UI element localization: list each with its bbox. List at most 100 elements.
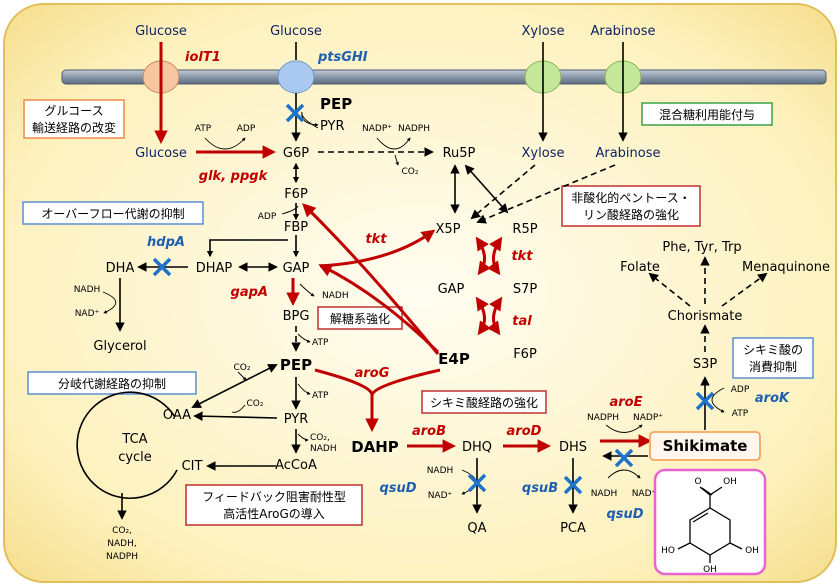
co2-1: CO₂ [402, 167, 419, 177]
tca-cycle-circle [76, 391, 178, 499]
struct-oh-label-2: OH [745, 546, 759, 556]
arabinose-outside-label: Arabinose [590, 24, 655, 39]
shikimate-structure-box [653, 468, 767, 576]
pca-label: PCA [560, 521, 586, 536]
branch-note: 分岐代謝経路の抑制 [58, 376, 166, 391]
nadph-3: NADPH [587, 413, 619, 423]
pep-label: PEP [280, 356, 312, 374]
nad-plus-3: NAD⁺ [632, 489, 657, 499]
dhs-label: DHS [559, 440, 587, 455]
bpg-label: BPG [283, 309, 310, 324]
nadh-arc-1 [102, 291, 117, 314]
nadp-plus-1: NADP⁺ [362, 124, 392, 134]
g6p-label: G6P [283, 146, 309, 161]
ptsghi-gene-label: ptsGHI [317, 50, 368, 65]
adp-arc-2 [281, 205, 299, 215]
oaa-label: OAA [163, 408, 191, 423]
co2-4: CO₂, [310, 433, 330, 443]
atp-3: ATP [312, 391, 329, 401]
qsud-knockout-cross-icon-1 [467, 473, 487, 493]
s3p-label: S3P [693, 357, 718, 372]
struct-ho-label: HO [661, 546, 675, 556]
pyr-label: PYR [284, 412, 309, 427]
tal-exchange-left [475, 296, 491, 336]
nadph-arc-1 [376, 137, 411, 150]
glucose-transport-note-1: グルコース [44, 104, 103, 118]
co2-out-1 [394, 154, 399, 166]
arog-gene-label: aroG [355, 366, 390, 381]
tkt-exchange-right [487, 236, 503, 276]
ru5p-label: Ru5P [443, 146, 476, 161]
chorismate-menaquinone-arrow [721, 272, 768, 307]
atp-1: ATP [195, 124, 212, 134]
arod-gene-label: aroD [507, 424, 542, 439]
arog-note-2: 高活性AroGの導入 [223, 506, 325, 521]
nad-plus-2: NAD⁺ [428, 491, 453, 501]
dahp-label: DAHP [351, 438, 399, 456]
fbp-label: FBP [284, 220, 308, 235]
chorismate-folate-arrow [648, 272, 691, 307]
shikimate-consumption-note-2: 消費抑制 [749, 359, 797, 374]
ppp-note-box [561, 185, 701, 227]
shikimate-label: Shikimate [663, 437, 748, 455]
adp-2: ADP [258, 212, 277, 222]
glucose-outside-label-2: Glucose [270, 24, 322, 39]
nadh-1: NADH [74, 285, 101, 295]
pts-knockout-cross-icon [285, 103, 305, 123]
pts-transporter [277, 60, 315, 94]
tal-gene-label: tal [512, 314, 532, 329]
qsub-knockout-cross-icon [563, 475, 583, 495]
arok-knockout-cross-icon [695, 391, 715, 411]
shikimate-structure-icon [677, 486, 743, 563]
gapa-gene-label: gapA [231, 285, 268, 300]
cit-label: CIT [182, 459, 203, 474]
overflow-note-box [22, 201, 204, 225]
ppp-note-2: リン酸経路の強化 [583, 207, 679, 222]
nadh-6: NADH [591, 489, 618, 499]
dhq-label: DHQ [462, 440, 492, 455]
glycolysis-note: 解糖系強化 [330, 311, 390, 326]
arog-note-1: フィードバック阻害耐性型 [202, 489, 346, 504]
gap-label: GAP [283, 261, 310, 276]
atp-2: ATP [312, 338, 329, 348]
xylose-outside-label: Xylose [522, 24, 565, 39]
nadh-4: NADH, [107, 539, 136, 549]
f6p-ppp-label: F6P [513, 347, 537, 362]
phe-tyr-trp-label: Phe, Tyr, Trp [662, 240, 741, 255]
atp-arc-3 [297, 383, 311, 395]
r5p-label: R5P [512, 222, 537, 237]
tca-label-2: cycle [118, 450, 152, 465]
tkt-f6p-arrow [302, 203, 440, 355]
shikimate-consumption-note-1: シキミ酸の [743, 342, 803, 357]
co2-nadh-arc [297, 433, 309, 442]
dhap-label: DHAP [196, 261, 233, 276]
qsud-gene-label-2: qsuD [606, 507, 643, 522]
xylose-intracellular-label: Xylose [522, 146, 565, 161]
glycerol-label: Glycerol [93, 339, 146, 354]
nadp-plus-2: NADP⁺ [633, 413, 663, 423]
nadph-arc-3 [605, 424, 643, 433]
tkt-gene-label-1: tkt [365, 232, 387, 247]
fbp-dhap-arrow [206, 239, 288, 258]
pts-pyr-arc [301, 111, 319, 127]
qa-label: QA [467, 521, 486, 536]
co2-arc-3 [231, 404, 246, 413]
atp-arc-2 [297, 333, 311, 343]
co2-5: CO₂, [112, 526, 132, 536]
nadh-arc-2 [299, 283, 315, 297]
e4p-label: E4P [438, 350, 470, 368]
glucose-transport-note-2: 輸送経路の改変 [32, 120, 116, 135]
nadph-2: NADPH [106, 552, 138, 562]
glk-ppgk-gene-label: glk, ppgk [199, 169, 269, 184]
adp-3: ADP [731, 385, 750, 395]
x5p-label: X5P [435, 222, 460, 237]
nadh-3: NADH [310, 444, 337, 454]
glucose-outside-label-1: Glucose [135, 24, 187, 39]
pep-oaa-arrow [191, 364, 278, 408]
co2-arc-2 [237, 371, 247, 381]
tal-exchange-right [487, 296, 503, 336]
atp-adp-arc-4 [711, 387, 725, 413]
f6p-label: F6P [284, 187, 308, 202]
hdpa-gene-label: hdpA [147, 235, 185, 250]
shikimate-box [649, 431, 761, 461]
